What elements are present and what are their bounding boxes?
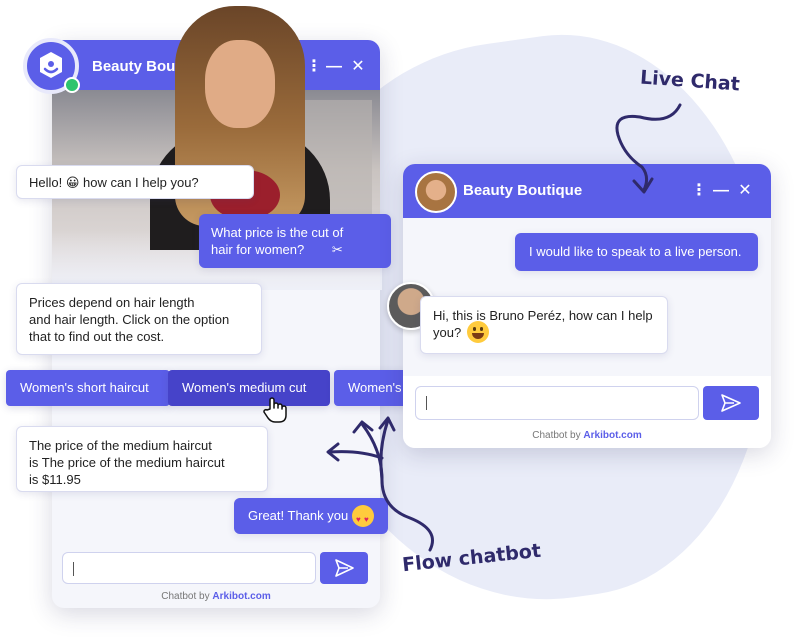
arkibot-link[interactable]: Arkibot.com [212,591,271,602]
agent-reply-bubble: Hi, this is Bruno Peréz, how can I help … [420,296,668,354]
user-question-bubble: What price is the cut of hair for women?… [199,214,391,268]
haircut-emoji-icon: ✂ [331,243,343,258]
stylist-face [205,40,275,128]
close-icon[interactable]: ✕ [351,58,365,75]
text-caret [426,396,427,410]
flow-chatbot-message-input[interactable] [62,552,316,584]
option-medium-cut[interactable]: Women's medium cut [168,370,330,406]
online-status-dot [64,77,80,93]
live-chat-header: Beauty Boutique ⋮ — ✕ [403,164,771,218]
live-chat-arrow [615,103,682,194]
arkibot-link[interactable]: Arkibot.com [583,430,642,441]
bot-answer-bubble: The price of the medium haircut is The p… [16,426,268,492]
user-thanks-bubble: Great! Thank you ♥ ♥ [234,498,388,534]
flow-chatbot-footer: Chatbot by Arkibot.com [161,591,271,602]
smile-emoji-icon [467,321,489,343]
bot-logo-icon [40,52,62,78]
minimize-icon[interactable]: — [713,182,729,199]
live-chat-footer: Chatbot by Arkibot.com [532,430,642,441]
bot-info-bubble: Prices depend on hair length and hair le… [16,283,262,355]
option-short-haircut[interactable]: Women's short haircut [6,370,170,406]
live-chat-title: Beauty Boutique [463,182,583,199]
kebab-menu-icon[interactable]: ⋮ [691,182,707,199]
text-caret [73,562,74,576]
minimize-icon[interactable]: — [326,58,342,75]
business-avatar [415,171,457,213]
heart-eyes-emoji-icon: ♥ ♥ [352,505,374,527]
flow-chatbot-arrows [326,416,434,552]
hand-pointer-icon [263,397,287,423]
send-icon [335,559,354,577]
kebab-menu-icon[interactable]: ⋮ [306,58,322,75]
live-chat-send-button[interactable] [703,386,759,420]
close-icon[interactable]: ✕ [738,182,752,199]
live-user-bubble: I would like to speak to a live person. [515,233,758,271]
bot-greeting-bubble: Hello! 😀 how can I help you? [16,165,254,199]
send-icon [721,394,741,412]
flow-chatbot-send-button[interactable] [320,552,368,584]
flow-chatbot-title: Beauty Boutic [92,58,193,75]
bot-avatar [23,38,79,94]
live-chat-message-input[interactable] [415,386,699,420]
